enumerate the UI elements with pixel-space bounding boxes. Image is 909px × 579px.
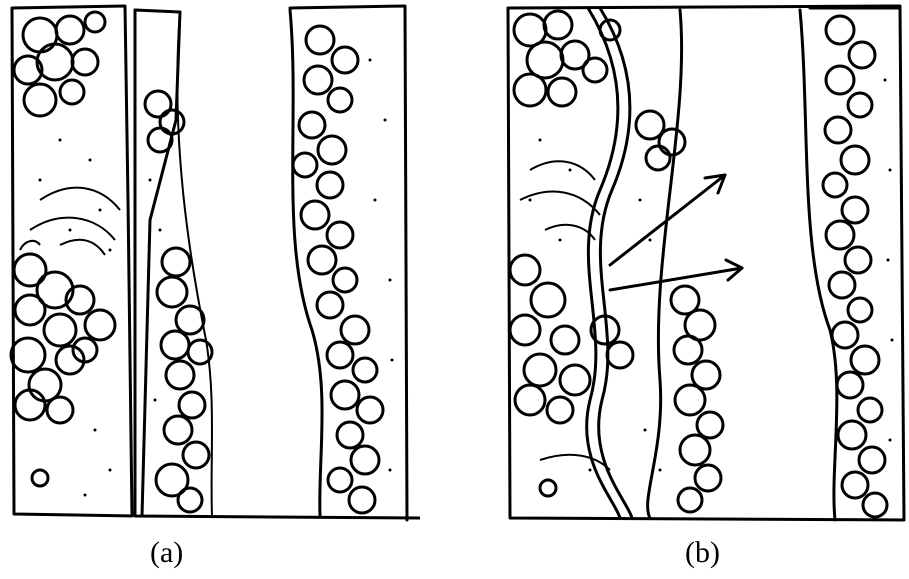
boulder-cluster-lower-left	[510, 255, 633, 496]
caption-a: (a)	[150, 536, 250, 570]
sediment-stipple	[39, 59, 394, 497]
flow-hatching	[520, 161, 610, 470]
right-bank	[800, 10, 837, 520]
pipe-line-1	[587, 8, 620, 518]
panel-b-sketch	[500, 0, 909, 530]
boulder-cluster-top-left	[514, 11, 620, 106]
left-bank	[648, 10, 682, 518]
open-water-edge	[177, 12, 212, 515]
panel-a	[0, 0, 420, 530]
flow-hatching	[20, 188, 120, 255]
panel-a-sketch	[0, 0, 420, 530]
channel-left-bank	[135, 10, 180, 516]
arrow-icon	[610, 175, 742, 290]
boulder-cluster-right	[293, 26, 383, 513]
boulder-cluster-middle-lower	[156, 248, 212, 512]
boulder-cluster-lower-left	[11, 254, 115, 486]
caption-b: (b)	[685, 536, 785, 570]
boulder-cluster-right	[823, 16, 887, 517]
boulder-cluster-top-left	[14, 12, 105, 116]
boulder-cluster-middle-bar	[671, 286, 723, 512]
panel-b	[500, 0, 909, 530]
